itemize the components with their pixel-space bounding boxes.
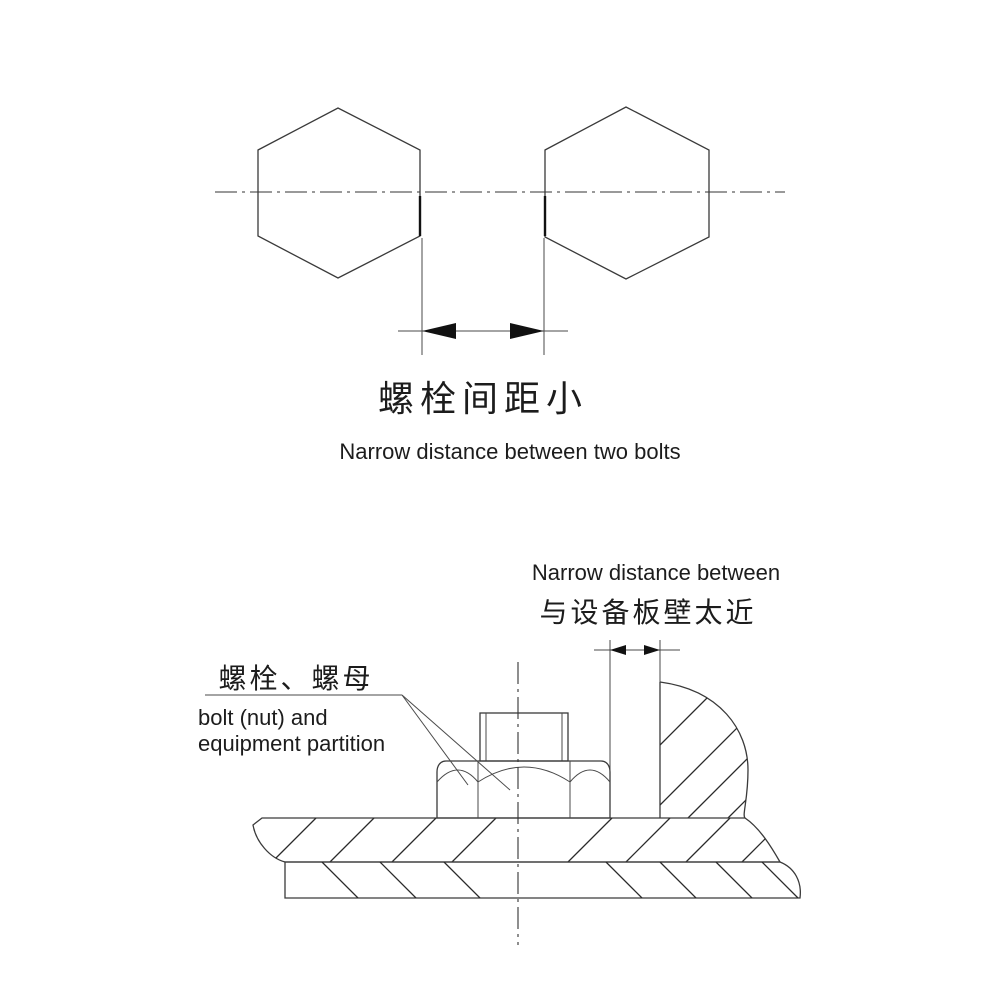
equipment-partition [659,681,749,819]
bottom-figure: Narrow distance between 与设备板壁太近 [198,560,801,945]
bolt-leader [205,694,511,791]
spacing-dimension [398,323,568,339]
base-plate-lower [284,861,801,899]
wall-clearance-dimension [594,640,680,815]
caption-cn: 螺栓间距小 [378,379,588,420]
caption-en: Narrow distance between two bolts [339,439,680,464]
label-en-top: Narrow distance between [532,560,780,585]
top-figure: 螺栓间距小 Narrow distance between two bolts [215,106,785,464]
label-cn-left: 螺栓、螺母 [218,662,373,695]
label-en-left-line2: equipment partition [198,731,385,756]
base-plate-upper [252,817,782,863]
label-cn-top: 与设备板壁太近 [539,596,756,629]
bolt-shank [479,712,569,762]
left-bolt-hexagon [257,107,421,279]
right-bolt-hexagon [544,106,710,280]
nut [436,760,611,819]
bolt-and-nut [436,712,611,819]
label-en-left-line1: bolt (nut) and [198,705,328,730]
